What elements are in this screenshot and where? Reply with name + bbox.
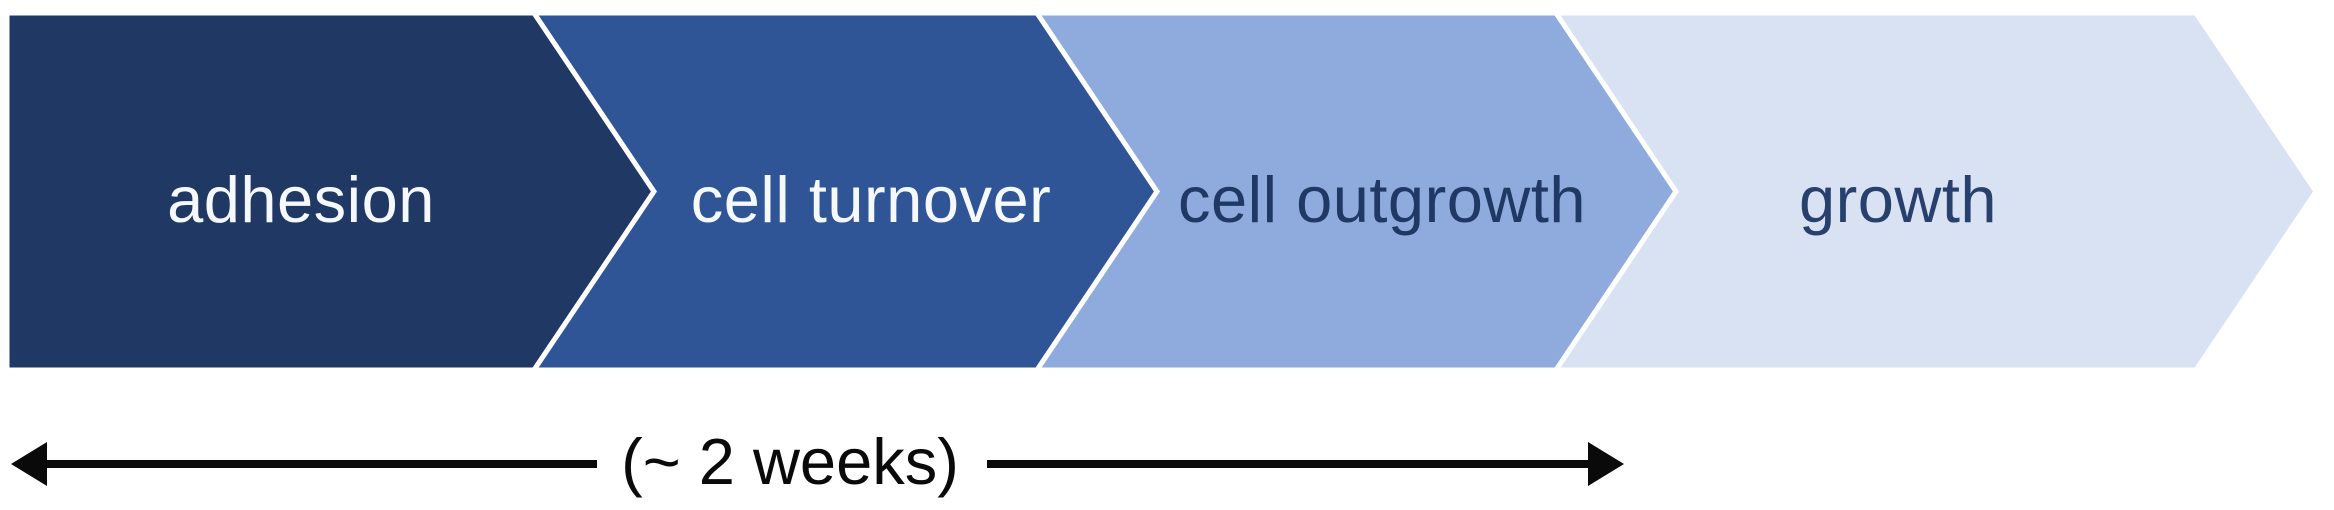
chevron-stage-4-shape xyxy=(1551,10,2320,373)
left-arrowhead-icon xyxy=(11,442,47,486)
timeline-label: (~ 2 weeks) xyxy=(621,425,959,498)
stage-label-cell-turnover: cell turnover xyxy=(690,163,1052,236)
right-arrowhead-icon xyxy=(1588,442,1624,486)
stage-label-growth: growth xyxy=(1798,163,1998,236)
stage-label-adhesion: adhesion xyxy=(167,163,435,236)
stage-label-cell-outgrowth: cell outgrowth xyxy=(1177,163,1587,236)
